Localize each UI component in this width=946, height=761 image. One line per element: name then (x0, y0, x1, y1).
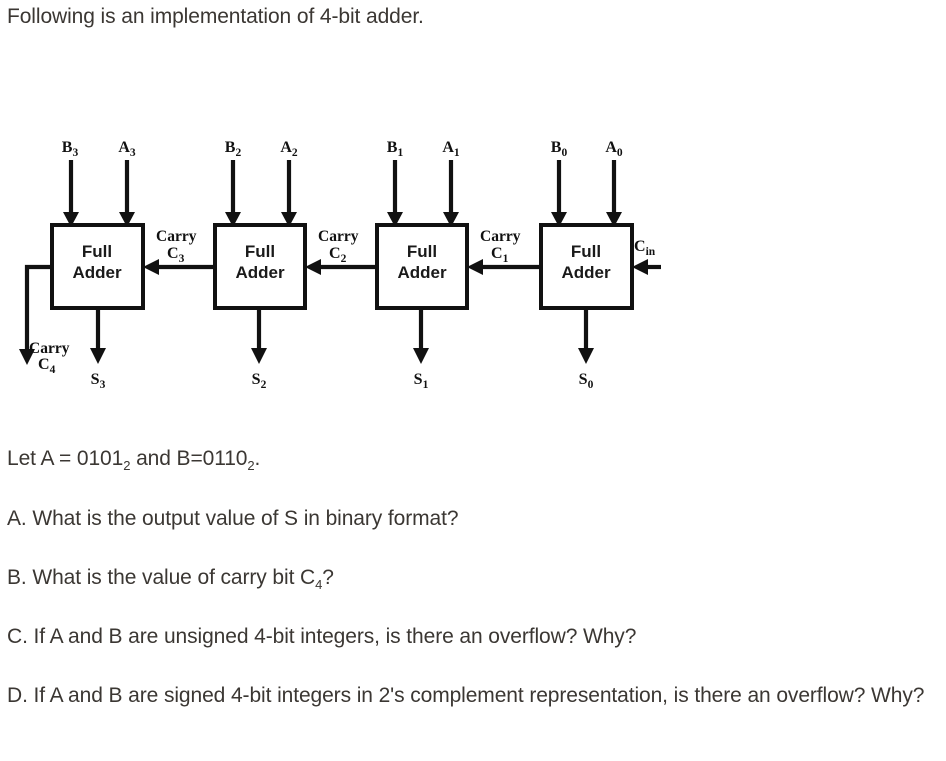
given-b-base: 2 (247, 458, 255, 473)
carry-c2-word: Carry (318, 228, 359, 245)
carry-link-c1: Carry C1 (467, 228, 541, 275)
adder-stage-3: B3 A3 Full Adder S3 Carry C4 (19, 139, 145, 391)
input-label-b3: B3 (62, 139, 79, 159)
arrowhead-b3 (63, 212, 79, 227)
input-label-b1: B1 (387, 139, 404, 159)
carry-in-label-cin: Cin (634, 238, 656, 258)
arrowhead-b1 (387, 212, 403, 227)
arrowhead-cin (632, 259, 648, 275)
input-label-b3-sub: 3 (72, 147, 78, 159)
carry-c2-label-sub: 2 (341, 253, 347, 265)
question-c-text: C. If A and B are unsigned 4-bit integer… (7, 625, 637, 648)
question-b: B. What is the value of carry bit C4? (7, 563, 937, 595)
full-adder-box-0 (539, 223, 634, 310)
full-adder-box-1-line2: Adder (397, 263, 447, 282)
output-label-s0: S0 (579, 371, 594, 391)
full-adder-box-2-line2: Adder (235, 263, 285, 282)
full-adder-box-0-line2: Adder (561, 263, 611, 282)
output-label-s0-sub: 0 (588, 379, 594, 391)
intro-text: Following is an implementation of 4-bit … (7, 5, 424, 28)
question-a-text: A. What is the output value of S in bina… (7, 507, 459, 530)
input-label-a3: A3 (118, 139, 136, 159)
arrowhead-s1 (413, 348, 429, 364)
input-label-a1: A1 (442, 139, 460, 159)
question-b-sub: 4 (315, 577, 323, 592)
arrowhead-a1 (443, 212, 459, 227)
carry-out-word: Carry (29, 340, 70, 357)
carry-c1-label-sub: 1 (503, 253, 509, 265)
carry-in-label-cin-sub: in (646, 246, 656, 258)
question-b-text-tail: ? (322, 566, 334, 589)
arrowhead-s0 (578, 348, 594, 364)
input-label-a3-sub: 3 (130, 147, 136, 159)
arrowhead-s2 (251, 348, 267, 364)
full-adder-box-3-line1: Full (82, 242, 112, 261)
given-prefix: Let A = (7, 447, 77, 470)
full-adder-box-2 (213, 223, 307, 310)
input-label-b2: B2 (225, 139, 242, 159)
question-a: A. What is the output value of S in bina… (7, 504, 937, 534)
carry-c2-label: C2 (329, 245, 347, 265)
given-middle: and B= (130, 447, 203, 470)
carry-link-c2: Carry C2 (305, 228, 377, 275)
arrowhead-c1 (467, 259, 483, 275)
given-suffix: . (254, 447, 261, 470)
arrowhead-s3 (90, 348, 106, 364)
carry-c3-label-sub: 3 (179, 253, 185, 265)
arrowhead-b2 (225, 212, 241, 227)
output-label-s3-sub: 3 (100, 379, 106, 391)
arrowhead-a0 (606, 212, 622, 227)
question-c: C. If A and B are unsigned 4-bit integer… (7, 622, 937, 652)
arrowhead-c3 (143, 259, 159, 275)
given-a-value: 0101 (76, 447, 124, 470)
arrowhead-a3 (119, 212, 135, 227)
given-values-line: Let A = 01012 and B=01102. (7, 444, 937, 476)
carry-c1-label: C1 (491, 245, 509, 265)
input-label-a2: A2 (280, 139, 298, 159)
input-label-b0-sub: 0 (561, 147, 567, 159)
input-label-a1-sub: 1 (454, 147, 460, 159)
carry-c3-word: Carry (156, 228, 197, 245)
output-label-s3: S3 (91, 371, 106, 391)
full-adder-box-0-line1: Full (571, 242, 601, 261)
four-bit-adder-diagram: B3 A3 Full Adder S3 Carry C4 Carr (0, 128, 946, 403)
question-d: D. If A and B are signed 4-bit integers … (7, 681, 943, 711)
input-label-a0-sub: 0 (617, 147, 623, 159)
given-a-base: 2 (123, 458, 131, 473)
full-adder-box-1 (375, 223, 469, 310)
input-label-b2-sub: 2 (235, 147, 241, 159)
full-adder-box-3 (50, 223, 145, 310)
input-label-a2-sub: 2 (292, 147, 298, 159)
input-label-b1-sub: 1 (397, 147, 403, 159)
adder-stage-0: B0 A0 Full Adder S0 Cin (539, 139, 661, 391)
carry-out-label-c4: C4 (38, 356, 56, 376)
adder-stage-2: B2 A2 Full Adder S2 (213, 139, 307, 391)
arrowhead-a2 (281, 212, 297, 227)
full-adder-box-2-line1: Full (245, 242, 275, 261)
input-label-a0: A0 (605, 139, 623, 159)
arrowhead-c2 (305, 259, 321, 275)
adder-stage-1: B1 A1 Full Adder S1 (375, 139, 469, 391)
arrowhead-carry-out-c4 (19, 349, 35, 365)
full-adder-box-1-line1: Full (407, 242, 437, 261)
given-b-value: 0110 (202, 447, 248, 470)
output-label-s2: S2 (252, 371, 267, 391)
carry-c1-word: Carry (480, 228, 521, 245)
question-b-text: B. What is the value of carry bit C (7, 566, 316, 589)
arrowhead-b0 (551, 212, 567, 227)
output-label-s1: S1 (414, 371, 429, 391)
carry-link-c3: Carry C3 (143, 228, 215, 275)
carry-c3-label: C3 (167, 245, 185, 265)
output-label-s1-sub: 1 (423, 379, 429, 391)
input-label-b0: B0 (551, 139, 568, 159)
full-adder-box-3-line2: Adder (72, 263, 122, 282)
output-label-s2-sub: 2 (261, 379, 267, 391)
question-d-text: D. If A and B are signed 4-bit integers … (7, 684, 925, 707)
wire-carry-out-c4 (24, 264, 52, 353)
carry-out-label-c4-sub: 4 (50, 364, 56, 376)
